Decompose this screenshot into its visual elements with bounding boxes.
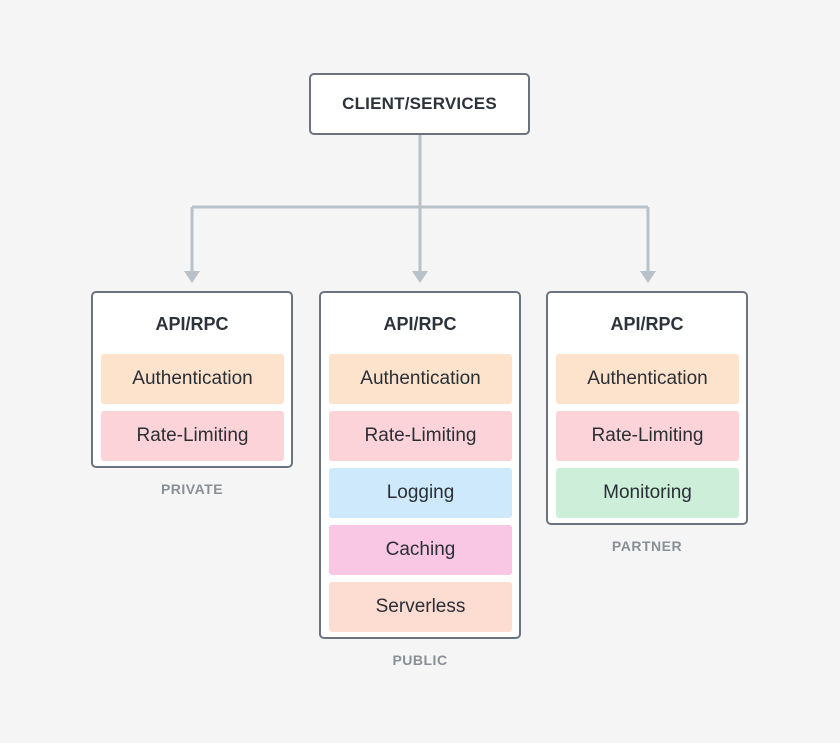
private-label: PRIVATE xyxy=(160,481,224,497)
public-caching-module: Caching xyxy=(329,525,512,575)
arrowhead-private xyxy=(184,271,200,283)
public-api-title: API/RPC xyxy=(383,314,457,334)
private-api-title: API/RPC xyxy=(155,314,229,334)
public-serverless-module: Serverless xyxy=(329,582,512,632)
arrowhead-public xyxy=(412,271,428,283)
partner-api-title: API/RPC xyxy=(610,314,684,334)
private-rate-limiting-module: Rate-Limiting xyxy=(101,411,284,461)
partner-authentication-module: Authentication xyxy=(556,354,739,404)
public-logging-module: Logging xyxy=(329,468,512,518)
public-api-box: API/RPC Authentication Rate-Limiting Log… xyxy=(319,291,521,639)
private-authentication-module: Authentication xyxy=(101,354,284,404)
partner-rate-limiting-module: Rate-Limiting xyxy=(556,411,739,461)
client-services-label: CLIENT/SERVICES xyxy=(342,94,497,113)
partner-label: PARTNER xyxy=(611,538,683,554)
partner-api-box: API/RPC Authentication Rate-Limiting Mon… xyxy=(546,291,748,525)
public-rate-limiting-module: Rate-Limiting xyxy=(329,411,512,461)
public-authentication-module: Authentication xyxy=(329,354,512,404)
public-label: PUBLIC xyxy=(392,652,448,668)
arrowhead-partner xyxy=(640,271,656,283)
partner-monitoring-module: Monitoring xyxy=(556,468,739,518)
private-api-box: API/RPC Authentication Rate-Limiting xyxy=(91,291,293,468)
client-services-box: CLIENT/SERVICES xyxy=(309,73,530,135)
